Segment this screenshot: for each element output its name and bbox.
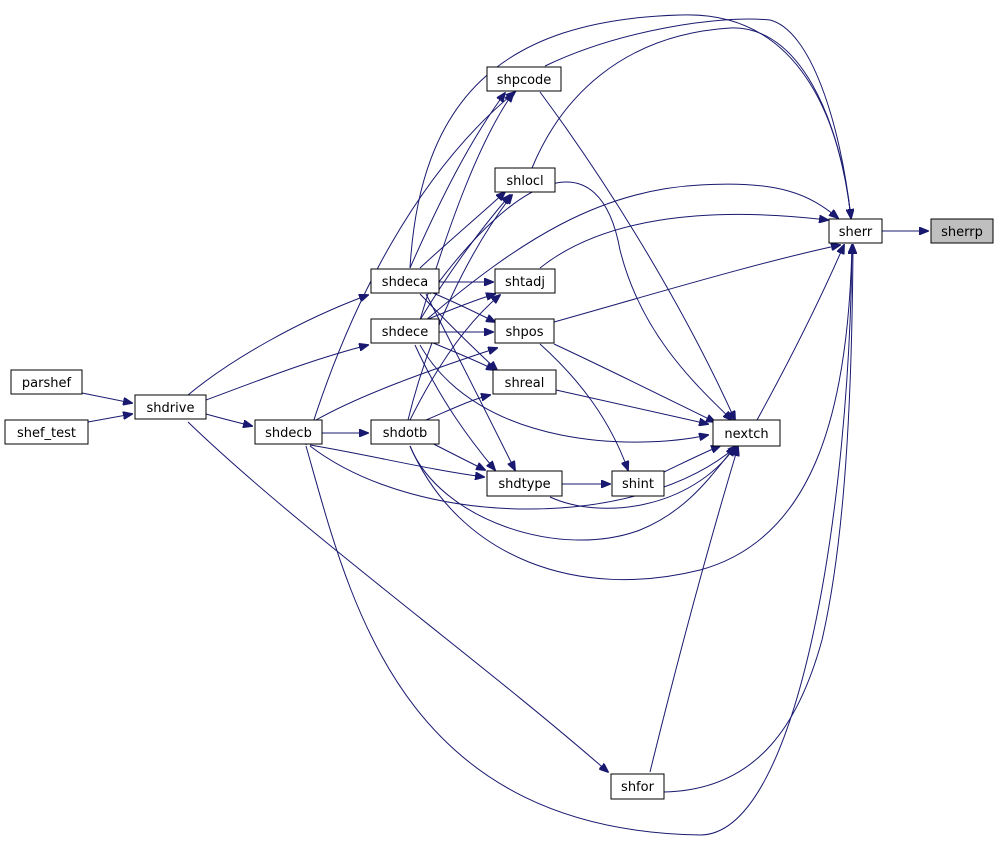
node-label-shef-test: shef_test — [17, 426, 76, 441]
edge-shdece-shtadj — [425, 294, 495, 321]
edge-shdeca-sherr — [409, 14, 851, 269]
node-shpos[interactable]: shpos — [494, 318, 555, 344]
edge-nextch-sherr — [756, 245, 844, 421]
node-nextch[interactable]: nextch — [712, 419, 781, 447]
node-shlocl[interactable]: shlocl — [494, 167, 556, 193]
edge-shdotb-shreal — [425, 395, 490, 421]
node-label-shpcode: shpcode — [497, 73, 552, 88]
node-label-shdtype: shdtype — [498, 477, 550, 492]
edge-shpos-shint — [539, 343, 628, 470]
edge-shef-test-shdrive — [87, 414, 132, 423]
edge-shpcode-sherr — [544, 18, 851, 218]
edge-shfor-nextch — [649, 447, 738, 773]
node-shdeca[interactable]: shdeca — [370, 268, 440, 294]
edge-shdeca-shpcode — [409, 93, 505, 269]
node-parshef[interactable]: parshef — [10, 369, 83, 395]
node-label-parshef: parshef — [22, 376, 72, 391]
edge-shpos-nextch — [553, 343, 715, 422]
node-label-shdrive: shdrive — [147, 401, 195, 416]
edge-shdeca-shlocl — [419, 192, 505, 269]
node-shdtype[interactable]: shdtype — [486, 470, 563, 497]
edge-shlocl-sherr — [531, 27, 851, 218]
node-sherrp[interactable]: sherrp — [930, 218, 994, 244]
node-shdrive[interactable]: shdrive — [134, 394, 207, 420]
edge-shdecb-shpos — [315, 348, 497, 421]
node-label-shdecb: shdecb — [265, 426, 312, 441]
edge-shdrive-shdeca — [187, 295, 368, 396]
edge-shdece-sherr — [425, 183, 838, 321]
edge-shtadj-sherr — [539, 213, 828, 269]
nodes-layer: sherrp sherr shpcode shlocl shtadj shpos… — [4, 66, 994, 800]
edge-shdeca-nextch — [429, 181, 732, 420]
node-label-nextch: nextch — [724, 427, 768, 442]
edge-shdtype-nextch — [549, 447, 735, 509]
node-label-shdece: shdece — [382, 325, 428, 340]
edge-shdotb-sherr — [409, 245, 852, 581]
node-label-sherr: sherr — [839, 225, 873, 240]
edge-shdecb-shpcode — [305, 92, 515, 446]
node-label-sherrp: sherrp — [941, 225, 983, 240]
edge-shdecb-sherr — [305, 245, 852, 836]
node-shef-test[interactable]: shef_test — [4, 419, 89, 445]
edge-shdotb-nextch — [409, 446, 735, 541]
node-shpcode[interactable]: shpcode — [486, 66, 562, 92]
node-shreal[interactable]: shreal — [492, 369, 557, 395]
edge-shpcode-nextch — [539, 91, 735, 420]
node-shfor[interactable]: shfor — [610, 773, 665, 800]
node-label-shlocl: shlocl — [506, 174, 543, 189]
node-sherr[interactable]: sherr — [828, 218, 883, 244]
node-label-shfor: shfor — [621, 780, 655, 795]
node-label-shreal: shreal — [505, 376, 545, 391]
node-shdece[interactable]: shdece — [370, 318, 440, 344]
node-label-shint: shint — [622, 477, 654, 492]
edge-shdece-shdtype — [414, 344, 495, 470]
edge-shdece-shreal — [425, 339, 495, 370]
edge-shfor-sherr — [663, 245, 853, 793]
edge-shdrive-shdece — [205, 345, 368, 401]
edge-shdece-shlocl — [419, 195, 510, 321]
node-shdecb[interactable]: shdecb — [254, 419, 323, 445]
edges-layer — [81, 14, 928, 836]
node-shint[interactable]: shint — [611, 470, 665, 497]
edge-shdrive-shdecb — [205, 413, 252, 426]
node-label-shdotb: shdotb — [383, 426, 428, 441]
edge-shpos-sherr — [553, 245, 840, 323]
edge-shdotb-shtadj — [409, 295, 500, 421]
edge-shdotb-shlocl — [407, 195, 512, 421]
node-label-shtadj: shtadj — [505, 275, 545, 290]
edge-shreal-nextch — [555, 389, 708, 424]
node-label-shdeca: shdeca — [382, 275, 428, 290]
edge-shdecb-nextch — [309, 446, 737, 510]
node-label-shpos: shpos — [506, 325, 544, 340]
edge-shdece-nextch — [419, 344, 708, 443]
node-shtadj[interactable]: shtadj — [494, 268, 556, 294]
edge-shdrive-shfor — [187, 421, 608, 772]
edge-shint-nextch — [663, 446, 720, 473]
edge-parshef-shdrive — [81, 392, 132, 403]
edge-shdecb-shdtype — [309, 444, 484, 477]
node-shdotb[interactable]: shdotb — [370, 419, 440, 445]
